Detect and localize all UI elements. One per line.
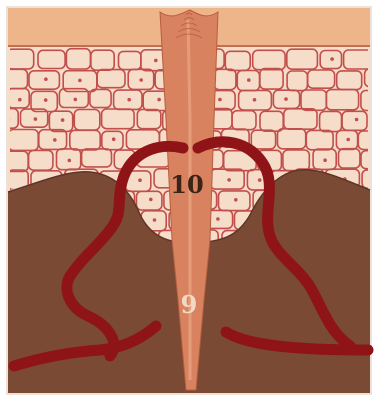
epidermis-cell [372, 189, 378, 207]
cell-nucleus [112, 137, 116, 141]
cell-nucleus [227, 178, 231, 182]
cell-nucleus [153, 218, 157, 222]
cell-nucleus [258, 178, 262, 182]
cell-nucleus [68, 159, 72, 163]
cell-nucleus [346, 138, 350, 142]
cell-nucleus [247, 78, 251, 82]
cell-nucleus [330, 57, 334, 61]
cell-nucleus [53, 138, 57, 142]
cell-nucleus [139, 78, 143, 82]
epidermis-cell [372, 231, 378, 251]
cell-nucleus [157, 98, 161, 102]
cell-nucleus [218, 98, 222, 102]
cell-nucleus [78, 79, 82, 83]
cell-nucleus [138, 178, 142, 182]
cell-nucleus [44, 77, 48, 81]
cell-nucleus [127, 98, 131, 102]
cell-nucleus [216, 217, 220, 221]
cell-nucleus [355, 118, 359, 122]
cell-nucleus [154, 59, 158, 63]
cell-nucleus [44, 98, 48, 102]
cell-nucleus [234, 198, 238, 202]
cell-nucleus [74, 98, 78, 102]
cell-nucleus [253, 98, 257, 102]
label-lower: 9 [181, 290, 198, 319]
label-upper: 10 [170, 170, 203, 199]
cell-nucleus [18, 98, 22, 102]
cell-nucleus [34, 117, 38, 121]
cell-nucleus [284, 97, 288, 101]
cell-nucleus [323, 158, 327, 162]
cell-nucleus [149, 198, 153, 202]
cell-nucleus [61, 118, 65, 122]
